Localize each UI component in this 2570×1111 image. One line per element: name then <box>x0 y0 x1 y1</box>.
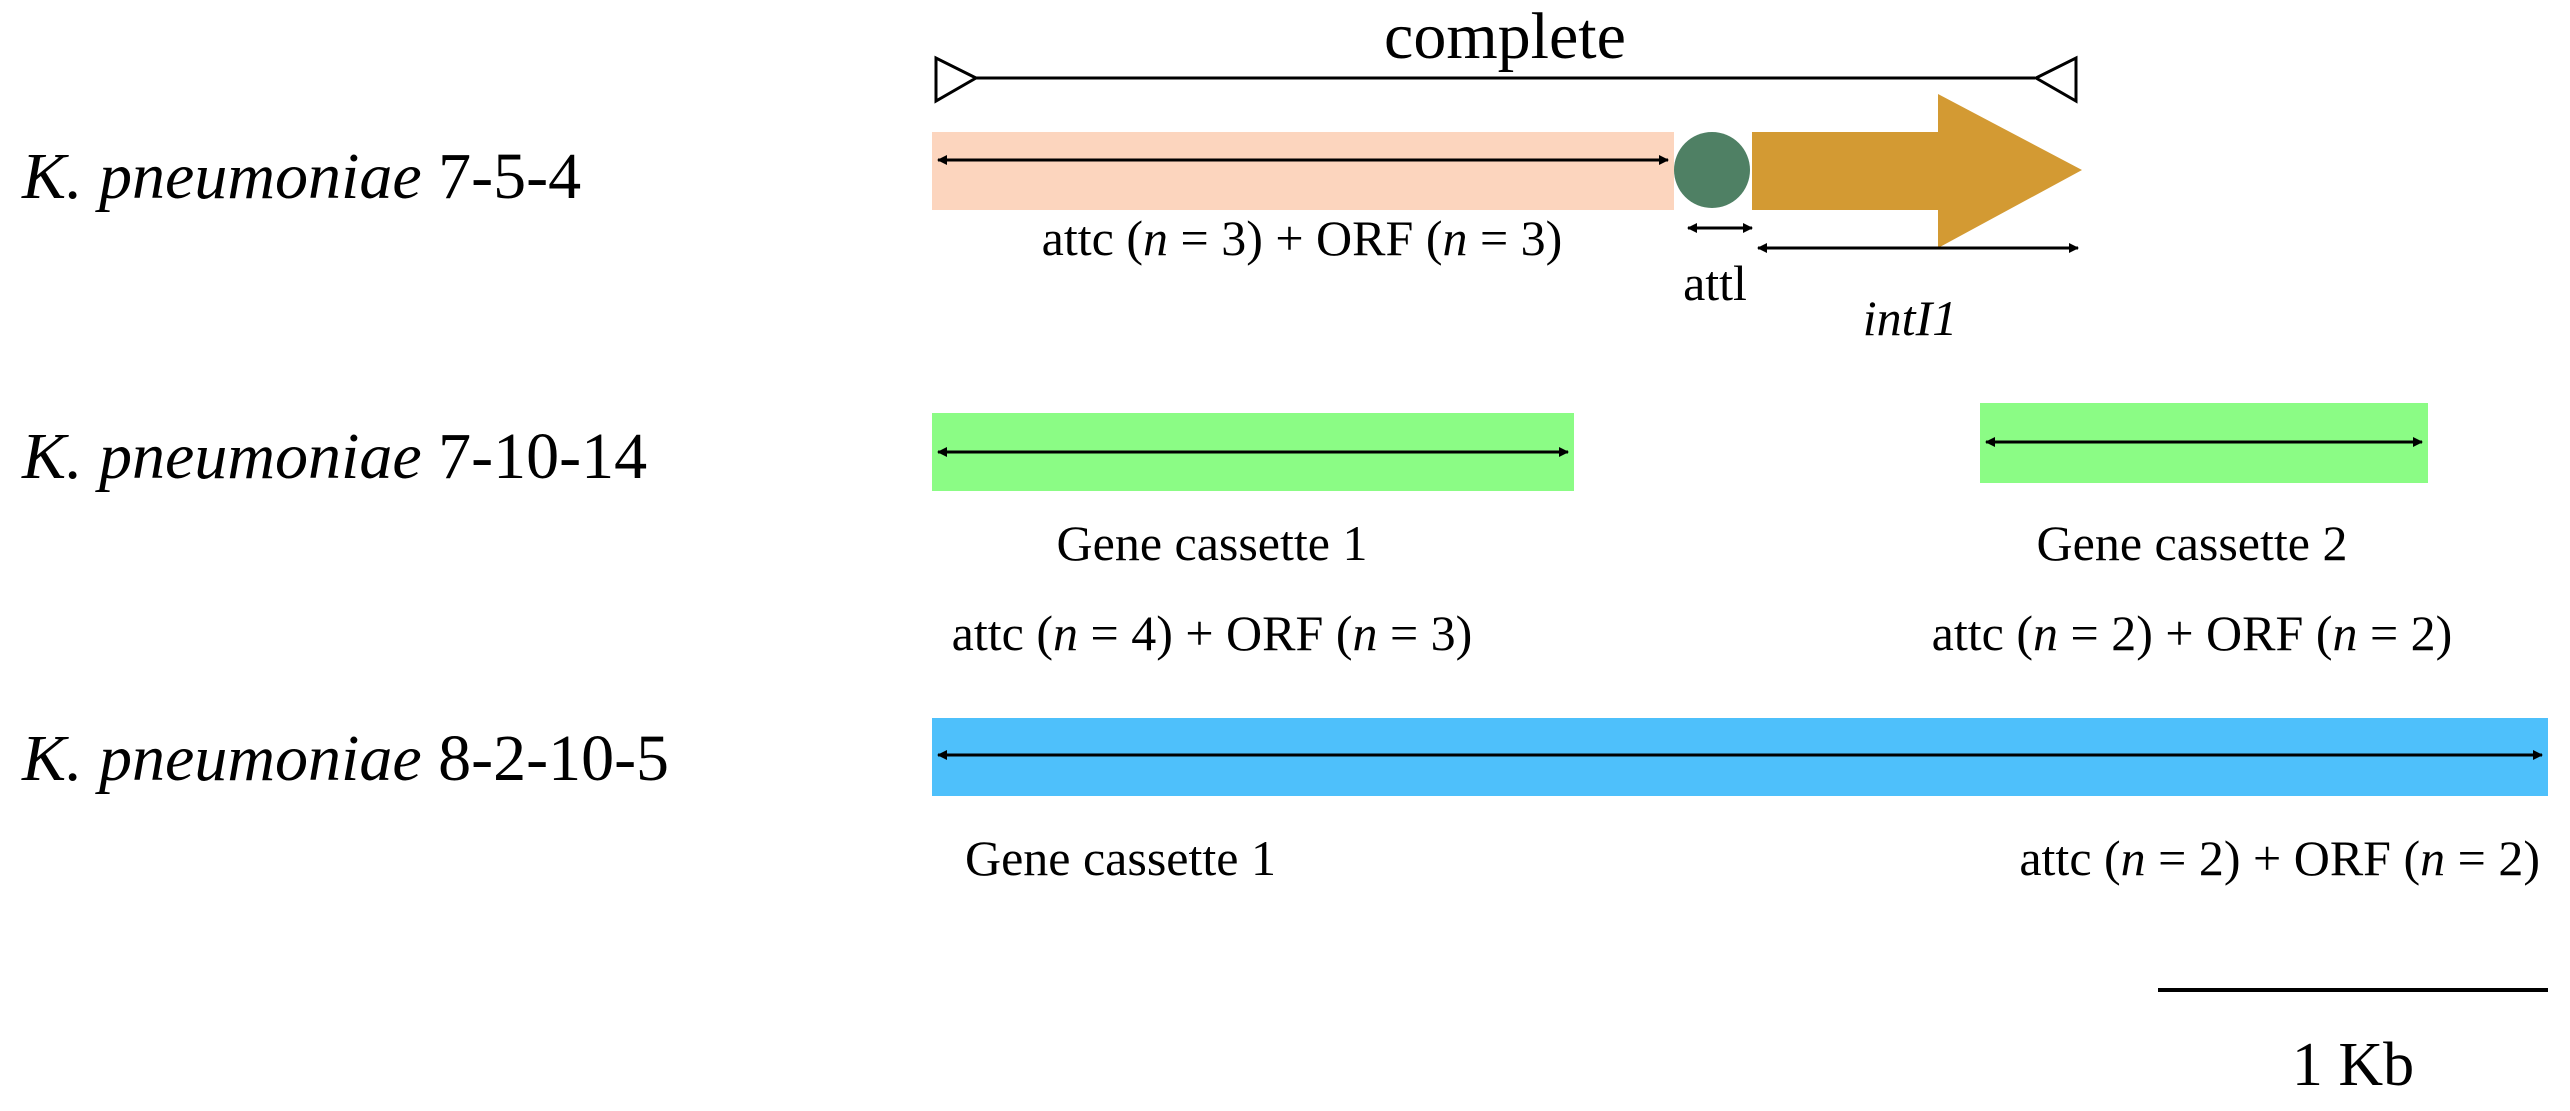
row3-gene-cassette-title: Gene cassette 1 <box>965 830 1276 886</box>
right-triangle-icon <box>2032 55 2078 104</box>
attc-orf-label: attc (n = 3) + ORF (n = 3) <box>1042 210 1563 266</box>
scale-bar-label: 1 Kb <box>2292 1031 2414 1099</box>
attl-site-circle <box>1674 132 1750 208</box>
gene-cassette-1-bar-full <box>932 718 2548 796</box>
gene-cassette-2-composition: attc (n = 2) + ORF (n = 2) <box>1932 605 2453 661</box>
row-7-5-4: complete K. pneumoniae 7-5-4 attc (n = 3… <box>21 0 2082 346</box>
gene-cassette-2-title: Gene cassette 2 <box>2037 515 2348 571</box>
scale-bar: 1 Kb <box>2158 988 2548 1099</box>
left-triangle-icon <box>934 55 980 104</box>
attl-label: attl <box>1683 255 1747 311</box>
strain-label-7-10-14: K. pneumoniae 7-10-14 <box>21 420 647 493</box>
complete-bracket: complete <box>934 0 2078 104</box>
attc-orf-region <box>932 132 1674 210</box>
intI1-label: intI1 <box>1863 290 1957 346</box>
row3-composition: attc (n = 2) + ORF (n = 2) <box>2019 830 2540 886</box>
strain-label-8-2-10-5: K. pneumoniae 8-2-10-5 <box>21 722 669 795</box>
row-8-2-10-5: K. pneumoniae 8-2-10-5 Gene cassette 1 a… <box>21 718 2548 886</box>
strain-label-7-5-4: K. pneumoniae 7-5-4 <box>21 140 581 213</box>
gene-cassette-1-title: Gene cassette 1 <box>1057 515 1368 571</box>
gene-cassette-1-composition: attc (n = 4) + ORF (n = 3) <box>952 605 1473 661</box>
intI1-gene-arrow <box>1752 94 2082 248</box>
row-7-10-14: K. pneumoniae 7-10-14 Gene cassette 1 at… <box>21 403 2452 661</box>
complete-label: complete <box>1384 0 1626 73</box>
